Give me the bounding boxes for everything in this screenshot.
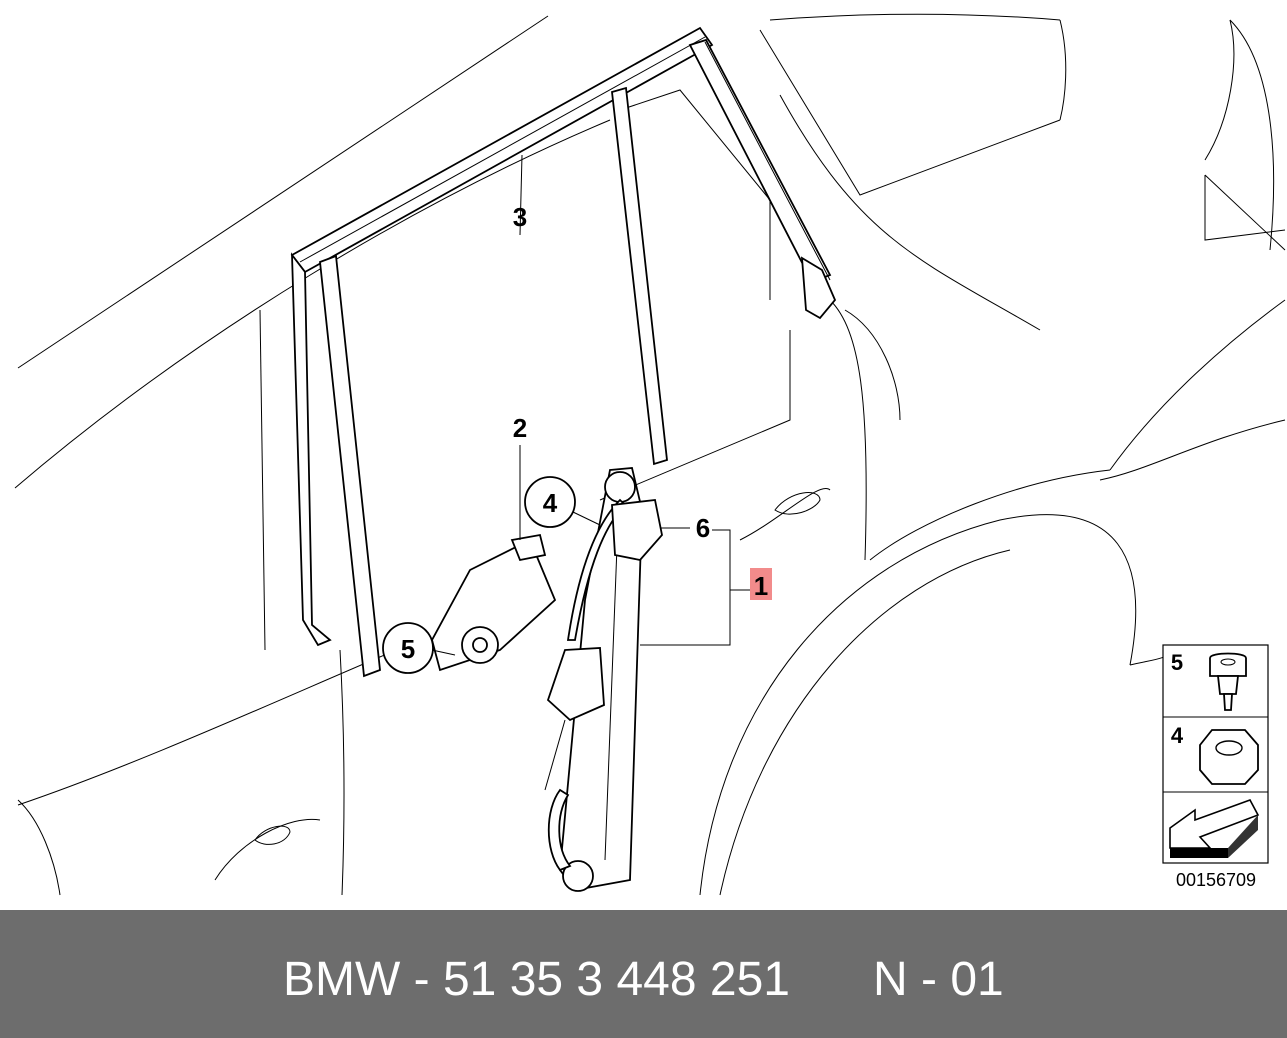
part-number-bar xyxy=(0,910,1287,1038)
highlight-box xyxy=(750,568,772,600)
callout-4-circle xyxy=(524,476,576,528)
leader-lines xyxy=(431,154,750,656)
callout-1: 1 xyxy=(754,571,768,601)
callout-4: 4 xyxy=(543,488,558,518)
bolt-icon xyxy=(1209,652,1247,711)
window-regulator xyxy=(544,467,663,892)
drawing-number: 00156709 xyxy=(1176,870,1256,890)
callout-5: 5 xyxy=(401,634,415,664)
legend-item-4-number: 4 xyxy=(1171,723,1184,748)
nut-icon xyxy=(1199,729,1259,785)
legend-item-5-number: 5 xyxy=(1171,650,1183,675)
window-motor xyxy=(431,533,557,672)
callout-3: 3 xyxy=(513,202,527,232)
callout-2: 2 xyxy=(513,413,527,443)
callout-6: 6 xyxy=(696,513,710,543)
part-number-text: BMW - 51 35 3 448 251 xyxy=(283,953,790,1006)
exploded-parts-diagram: 1 2 3 4 5 6 5 4 00156709 xyxy=(14,13,1286,896)
direction-arrow-icon xyxy=(1169,799,1260,858)
hardware-legend: 5 4 00156709 xyxy=(1162,644,1269,890)
page-number-text: N - 01 xyxy=(873,953,1004,1006)
window-channel-frame xyxy=(290,26,837,678)
callout-5-circle xyxy=(382,622,434,674)
car-body-outline xyxy=(14,13,1286,896)
